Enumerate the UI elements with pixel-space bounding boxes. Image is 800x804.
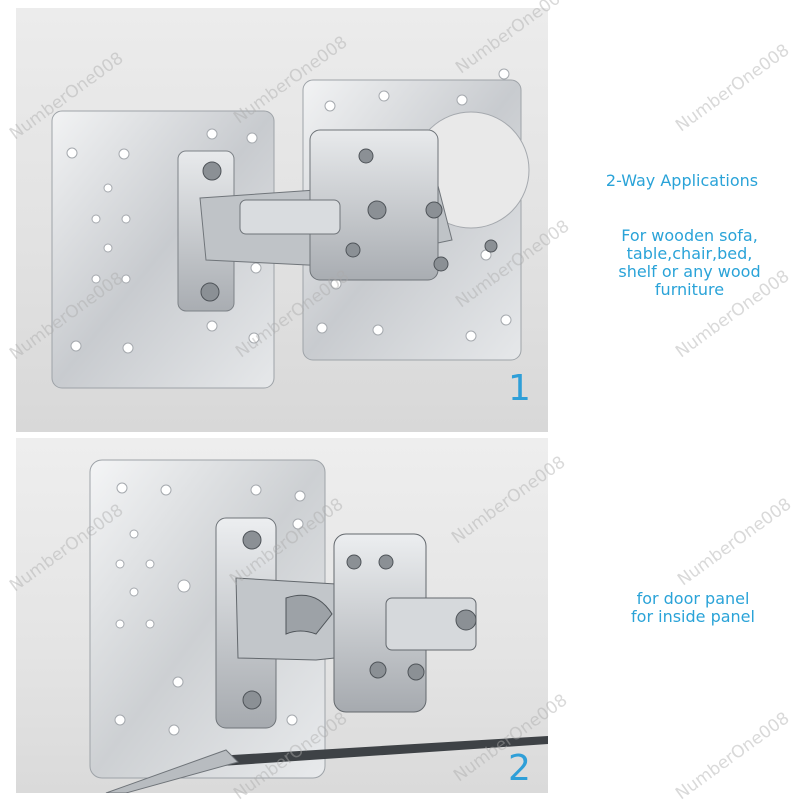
door-panel-caption: for door panel for inside panel [588, 590, 798, 626]
panel-number-2: 2 [508, 748, 531, 789]
description-line: For wooden sofa, [621, 226, 758, 245]
applications-title: 2-Way Applications [605, 171, 759, 190]
product-photo-2 [16, 438, 548, 793]
hinge-plate-photo-1 [51, 68, 530, 389]
watermark: NumberOne008 [674, 494, 796, 591]
product-photo-1 [16, 8, 548, 432]
door-caption-line: for inside panel [631, 607, 755, 626]
watermark: NumberOne008 [672, 708, 794, 804]
hinge-plate-photo-2 [89, 459, 548, 793]
description-line: shelf or any wood [618, 262, 761, 281]
panel-number-1: 1 [508, 368, 531, 409]
applications-description: For wooden sofa, table,chair,bed, shelf … [592, 227, 787, 299]
description-line: furniture [654, 280, 725, 299]
description-line: table,chair,bed, [626, 244, 753, 263]
door-caption-line: for door panel [636, 589, 750, 608]
watermark: NumberOne008 [672, 40, 794, 137]
